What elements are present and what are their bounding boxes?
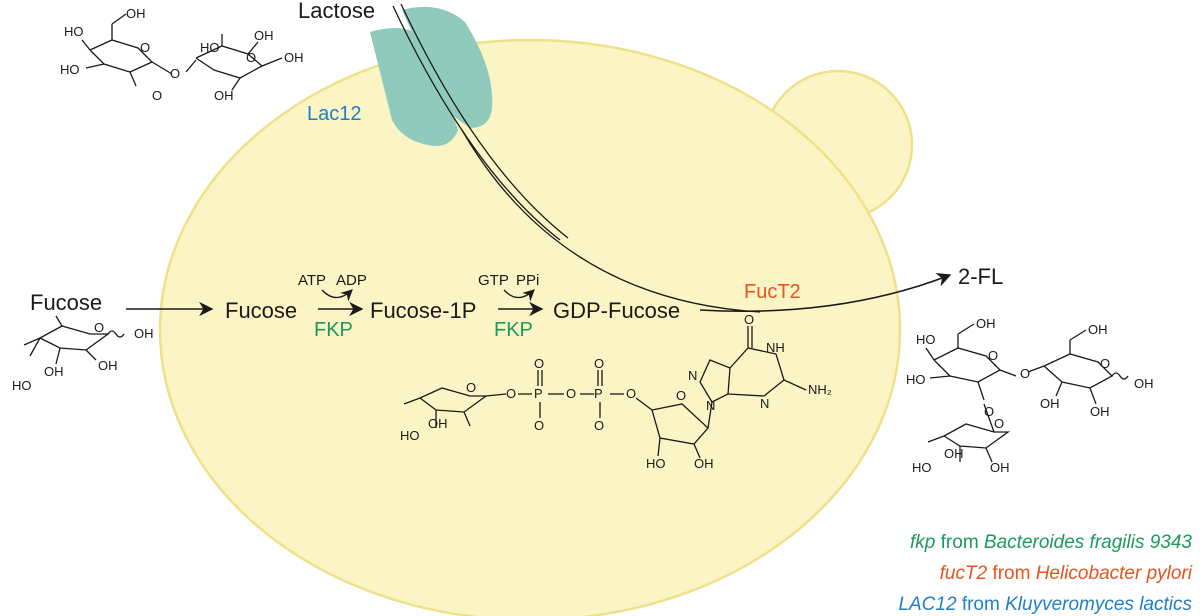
svg-text:OH: OH: [126, 6, 146, 21]
svg-text:OH: OH: [44, 364, 64, 379]
fucose-outside-label: Fucose: [30, 290, 102, 315]
gtp-label: GTP: [478, 272, 509, 289]
svg-text:NH: NH: [766, 340, 785, 355]
svg-text:OH: OH: [1090, 404, 1110, 419]
svg-text:OH: OH: [98, 358, 118, 373]
legend-gene: fkp: [910, 532, 935, 553]
gdpfucose-label: GDP-Fucose: [553, 298, 680, 323]
svg-text:HO: HO: [200, 40, 220, 55]
lac12-transporter: [370, 6, 493, 146]
svg-text:O: O: [534, 418, 544, 433]
lactose-structure: HO OH HO O O O HO OH O OH OH: [60, 6, 304, 103]
svg-text:P: P: [534, 386, 543, 401]
gdp-fucose-structure: O O P O O O P O O O O N N NH O N NH₂ HO …: [400, 312, 832, 471]
fucose1p-label: Fucose-1P: [370, 298, 476, 323]
lac12-label: Lac12: [307, 103, 362, 125]
svg-text:P: P: [594, 386, 603, 401]
svg-text:O: O: [94, 320, 104, 335]
svg-text:HO: HO: [646, 456, 666, 471]
svg-text:O: O: [466, 380, 476, 395]
svg-text:O: O: [676, 388, 686, 403]
legend-gene: LAC12: [898, 594, 957, 615]
legend-species: Bacteroides fragilis 9343: [984, 532, 1192, 553]
svg-text:OH: OH: [944, 446, 964, 461]
lactose-import-line: [392, 3, 761, 313]
svg-text:O: O: [594, 356, 604, 371]
svg-text:O: O: [594, 418, 604, 433]
svg-text:HO: HO: [916, 332, 936, 347]
svg-text:O: O: [1100, 356, 1110, 371]
fkp-label-2: FKP: [494, 319, 533, 341]
legend-line-lac12: LAC12 from Kluyveromyces lactics: [898, 594, 1192, 615]
svg-text:HO: HO: [906, 372, 926, 387]
legend: fkp from Bacteroides fragilis 9343 fucT2…: [898, 532, 1192, 615]
svg-text:OH: OH: [428, 416, 448, 431]
legend-species: Kluyveromyces lactics: [1005, 594, 1192, 615]
legend-from: from: [962, 594, 1005, 615]
fuct2-arrow: [699, 273, 952, 313]
fkp-label-1: FKP: [314, 319, 353, 341]
svg-text:OH: OH: [284, 50, 304, 65]
2fl-structure: HO OH HO O O OH O OH OH OH O O HO OH OH: [906, 316, 1154, 475]
fucose-inside-label: Fucose: [225, 298, 297, 323]
svg-text:O: O: [984, 404, 994, 419]
legend-gene: fucT2: [940, 563, 988, 584]
svg-text:O: O: [744, 312, 754, 327]
svg-text:O: O: [534, 356, 544, 371]
svg-text:O: O: [246, 50, 256, 65]
lactose-label: Lactose: [298, 0, 375, 23]
svg-text:OH: OH: [254, 28, 274, 43]
svg-text:NH₂: NH₂: [808, 382, 832, 397]
product-label: 2-FL: [958, 264, 1003, 289]
svg-text:O: O: [626, 386, 636, 401]
svg-text:N: N: [760, 396, 769, 411]
svg-text:HO: HO: [60, 62, 80, 77]
svg-text:OH: OH: [976, 316, 996, 331]
svg-text:HO: HO: [912, 460, 932, 475]
svg-text:OH: OH: [134, 326, 154, 341]
adp-label: ADP: [336, 272, 367, 289]
svg-text:O: O: [994, 416, 1004, 431]
atp-adp-curve: [321, 289, 353, 302]
svg-text:O: O: [506, 386, 516, 401]
legend-line-fkp: fkp from Bacteroides fragilis 9343: [910, 532, 1192, 553]
legend-line-fuct2: fucT2 from Helicobacter pylori: [940, 563, 1193, 584]
legend-from: from: [941, 532, 984, 553]
legend-species: Helicobacter pylori: [1036, 563, 1193, 584]
svg-text:O: O: [170, 66, 180, 81]
svg-text:OH: OH: [990, 460, 1010, 475]
svg-text:HO: HO: [64, 24, 84, 39]
svg-text:O: O: [566, 386, 576, 401]
svg-text:OH: OH: [1040, 396, 1060, 411]
svg-text:OH: OH: [1134, 376, 1154, 391]
fucose-structure: O OH OH OH HO: [12, 315, 154, 393]
svg-text:O: O: [1020, 366, 1030, 381]
gtp-ppi-curve: [503, 289, 535, 302]
svg-text:O: O: [152, 88, 162, 103]
svg-text:HO: HO: [400, 428, 420, 443]
yeast-cell: [158, 38, 902, 616]
svg-text:OH: OH: [694, 456, 714, 471]
legend-from: from: [992, 563, 1035, 584]
svg-text:HO: HO: [12, 378, 32, 393]
svg-text:N: N: [688, 368, 697, 383]
svg-text:O: O: [140, 40, 150, 55]
svg-text:OH: OH: [1088, 322, 1108, 337]
svg-text:N: N: [706, 398, 715, 413]
ppi-label: PPi: [516, 272, 539, 289]
atp-label: ATP: [298, 272, 326, 289]
svg-text:OH: OH: [214, 88, 234, 103]
svg-text:O: O: [988, 348, 998, 363]
fuct2-label: FucT2: [744, 281, 801, 303]
